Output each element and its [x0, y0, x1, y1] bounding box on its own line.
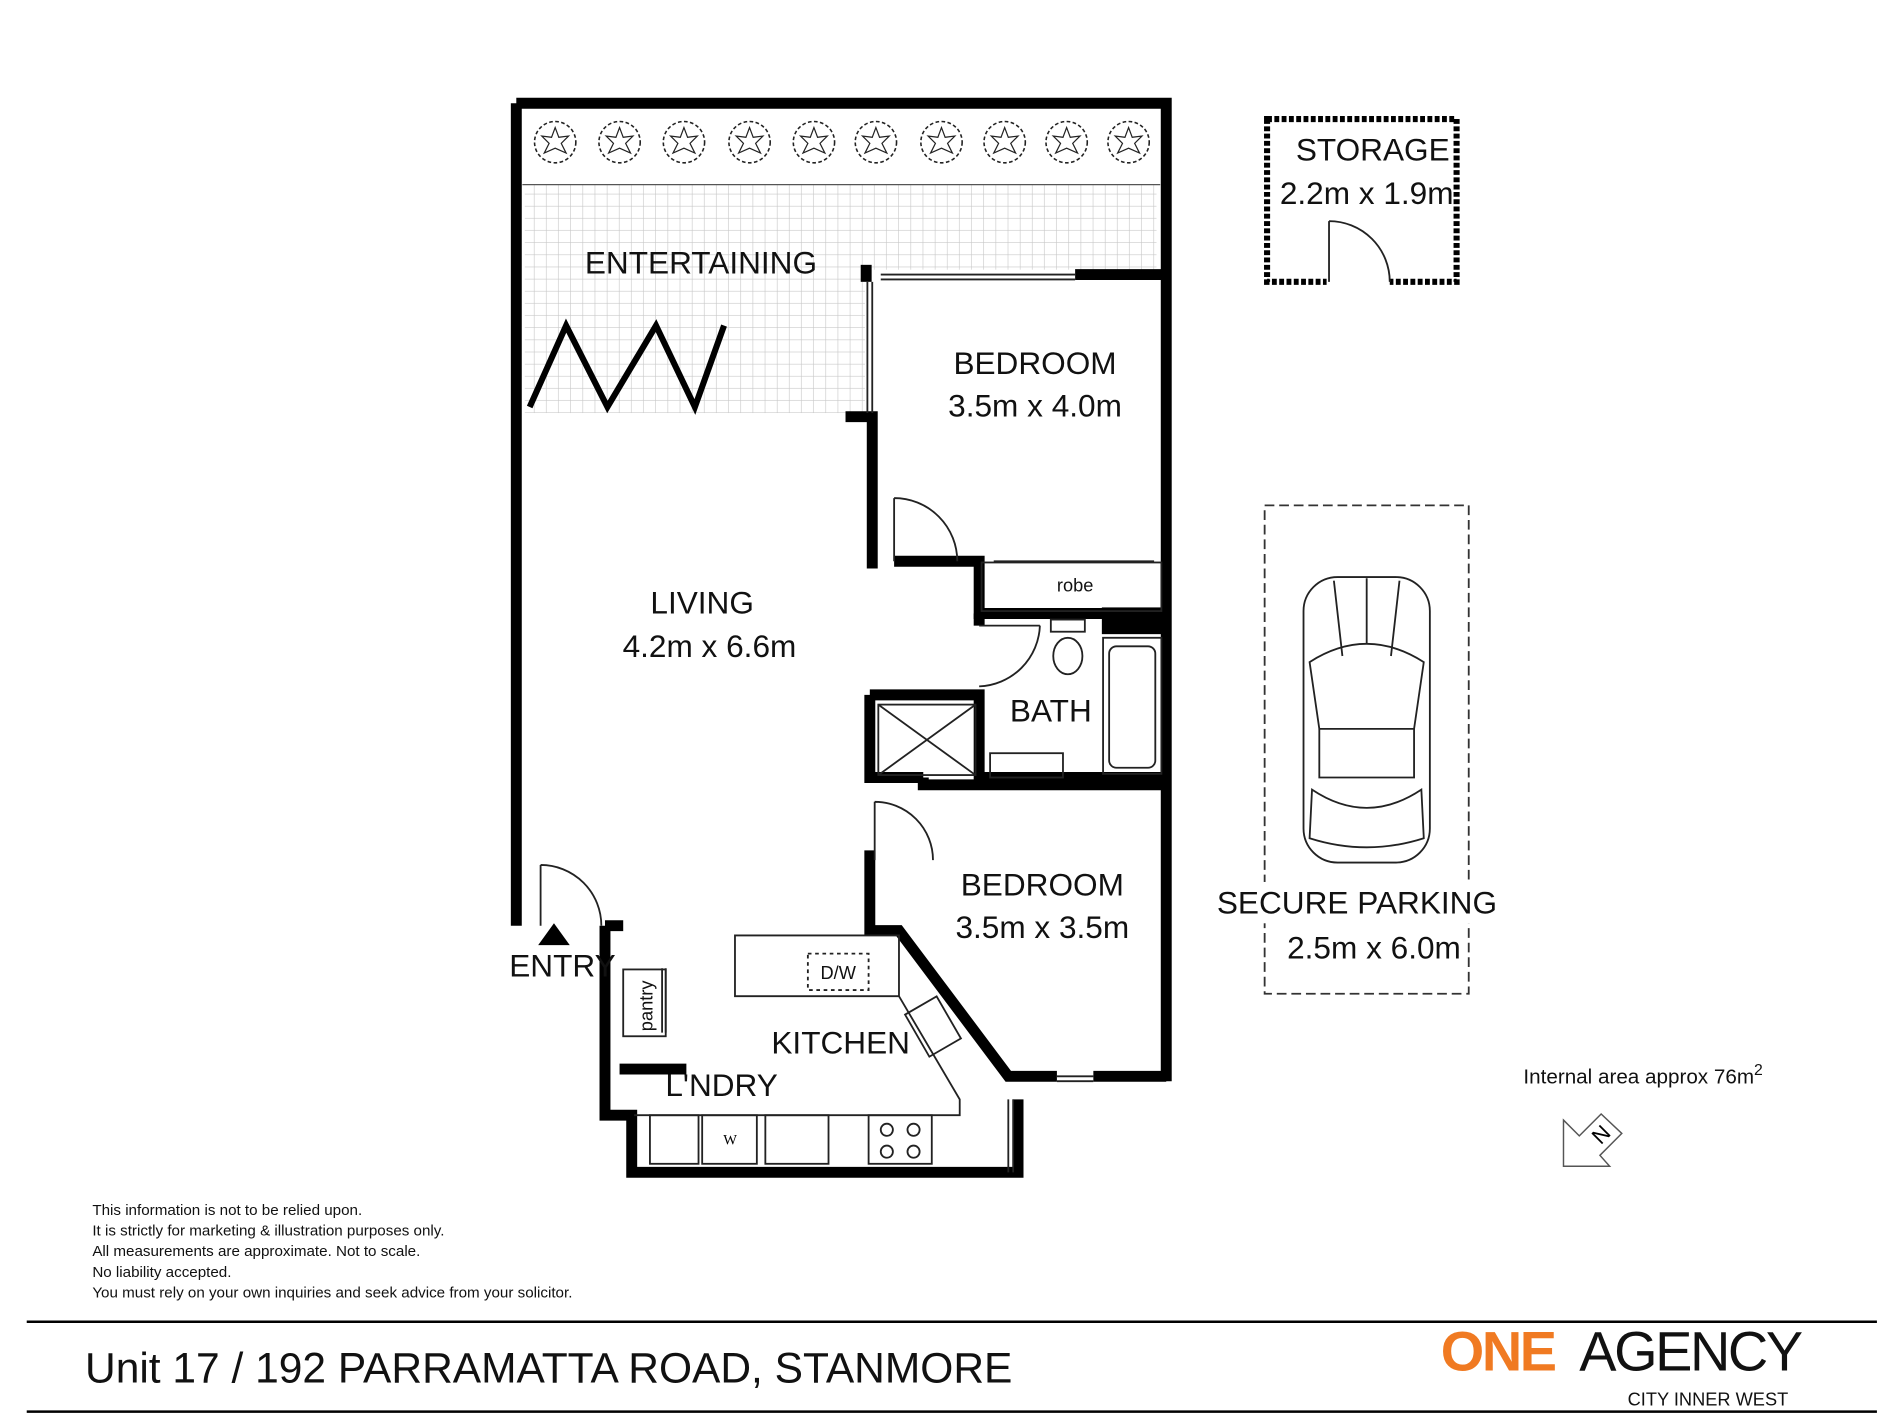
entry-label: ENTRY — [509, 948, 615, 984]
car-icon — [1302, 576, 1431, 864]
svg-text:This information is not to be: This information is not to be relied upo… — [92, 1202, 362, 1219]
robe-label: robe — [1057, 576, 1093, 596]
pantry-label: pantry — [636, 980, 656, 1032]
bathtub — [1102, 636, 1163, 775]
cooktop — [867, 1114, 933, 1165]
storage-size: 2.2m x 1.9m — [1280, 175, 1454, 211]
north-compass-icon: N — [1562, 1112, 1623, 1167]
walls — [510, 97, 1172, 1178]
kitchen-label: KITCHEN — [771, 1024, 910, 1060]
shower — [877, 703, 977, 776]
toilet — [1052, 636, 1084, 676]
storage-label: STORAGE — [1296, 131, 1450, 167]
svg-text:AGENCY: AGENCY — [1579, 1319, 1803, 1382]
svg-text:CITY INNER WEST: CITY INNER WEST — [1628, 1390, 1789, 1410]
bath-fixtures — [877, 618, 1163, 779]
storage-door — [1328, 220, 1391, 282]
bifold-doors — [526, 318, 727, 415]
bath-label: BATH — [1010, 693, 1092, 729]
kitchen-fixtures — [622, 934, 963, 1165]
svg-text:No liability accepted.: No liability accepted. — [92, 1264, 231, 1281]
living-label: LIVING — [650, 584, 754, 620]
pantry-cupboard — [622, 968, 667, 1038]
bedroom1-size: 3.5m x 4.0m — [948, 388, 1122, 424]
washer — [701, 1114, 758, 1165]
washer-label: W — [723, 1132, 737, 1148]
dishwasher — [806, 952, 870, 992]
disclaimer: This information is not to be relied upo… — [92, 1202, 572, 1302]
entertaining-area: ENTERTAINING — [522, 120, 1163, 428]
entry-arrow-icon — [538, 923, 570, 946]
sink — [903, 995, 963, 1058]
svg-text:It is strictly for marketing &: It is strictly for marketing & illustrat… — [92, 1222, 444, 1239]
property-address: Unit 17 / 192 PARRAMATTA ROAD, STANMORE — [85, 1345, 1012, 1392]
garden-plants — [533, 120, 1151, 164]
bedroom2-label: BEDROOM — [961, 866, 1124, 902]
living-size: 4.2m x 6.6m — [623, 628, 797, 664]
bedroom1-label: BEDROOM — [953, 345, 1116, 381]
internal-area: Internal area approx 76m2 — [1523, 1062, 1762, 1089]
secure-parking: SECURE PARKING 2.5m x 6.0m — [1217, 504, 1497, 995]
laundry-tub — [649, 1114, 700, 1165]
robe: robe — [980, 560, 1163, 612]
svg-text:All measurements are approxima: All measurements are approximate. Not to… — [92, 1243, 420, 1260]
parking-size: 2.5m x 6.0m — [1287, 930, 1461, 966]
bedroom2-size: 3.5m x 3.5m — [955, 909, 1129, 945]
doors — [539, 497, 1041, 926]
svg-text:You must rely on your own inqu: You must rely on your own inquiries and … — [92, 1284, 572, 1301]
vanity — [989, 752, 1064, 779]
storage: STORAGE 2.2m x 1.9m — [1264, 116, 1460, 287]
parking-label: SECURE PARKING — [1217, 885, 1497, 921]
svg-text:ONE: ONE — [1441, 1319, 1556, 1382]
laundry-label: L'NDRY — [665, 1067, 778, 1103]
dishwasher-label: D/W — [821, 963, 857, 983]
one-agency-logo: ONE AGENCY CITY INNER WEST — [1441, 1319, 1805, 1410]
island-bench — [734, 934, 900, 998]
entertaining-label: ENTERTAINING — [585, 244, 817, 280]
